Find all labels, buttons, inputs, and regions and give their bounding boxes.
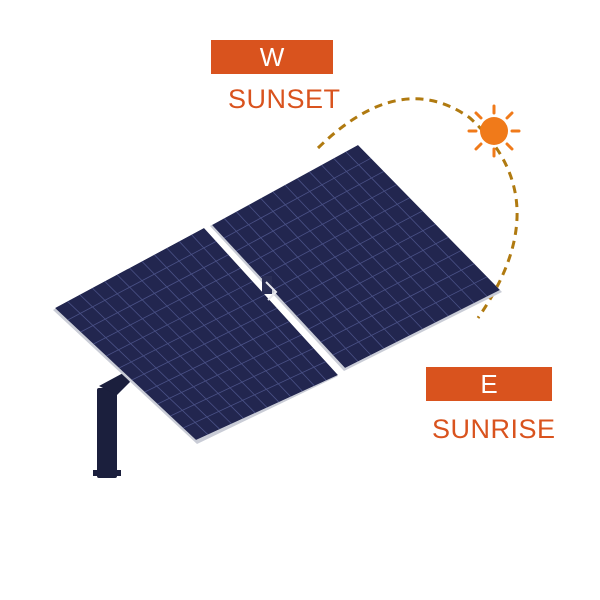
west-label-box: W [211,40,333,74]
sun-icon [467,104,521,158]
sun-path-arc [316,97,519,319]
center-bracket [262,276,278,301]
east-letter: E [480,369,498,399]
west-letter: W [259,42,285,72]
solar-panel-right [212,145,500,368]
east-label-box: E [426,367,552,401]
sunset-caption: SUNSET [228,84,341,114]
sunrise-caption: SUNRISE [432,414,556,444]
tracker-post [93,372,130,478]
solar-panel-left [55,228,338,440]
